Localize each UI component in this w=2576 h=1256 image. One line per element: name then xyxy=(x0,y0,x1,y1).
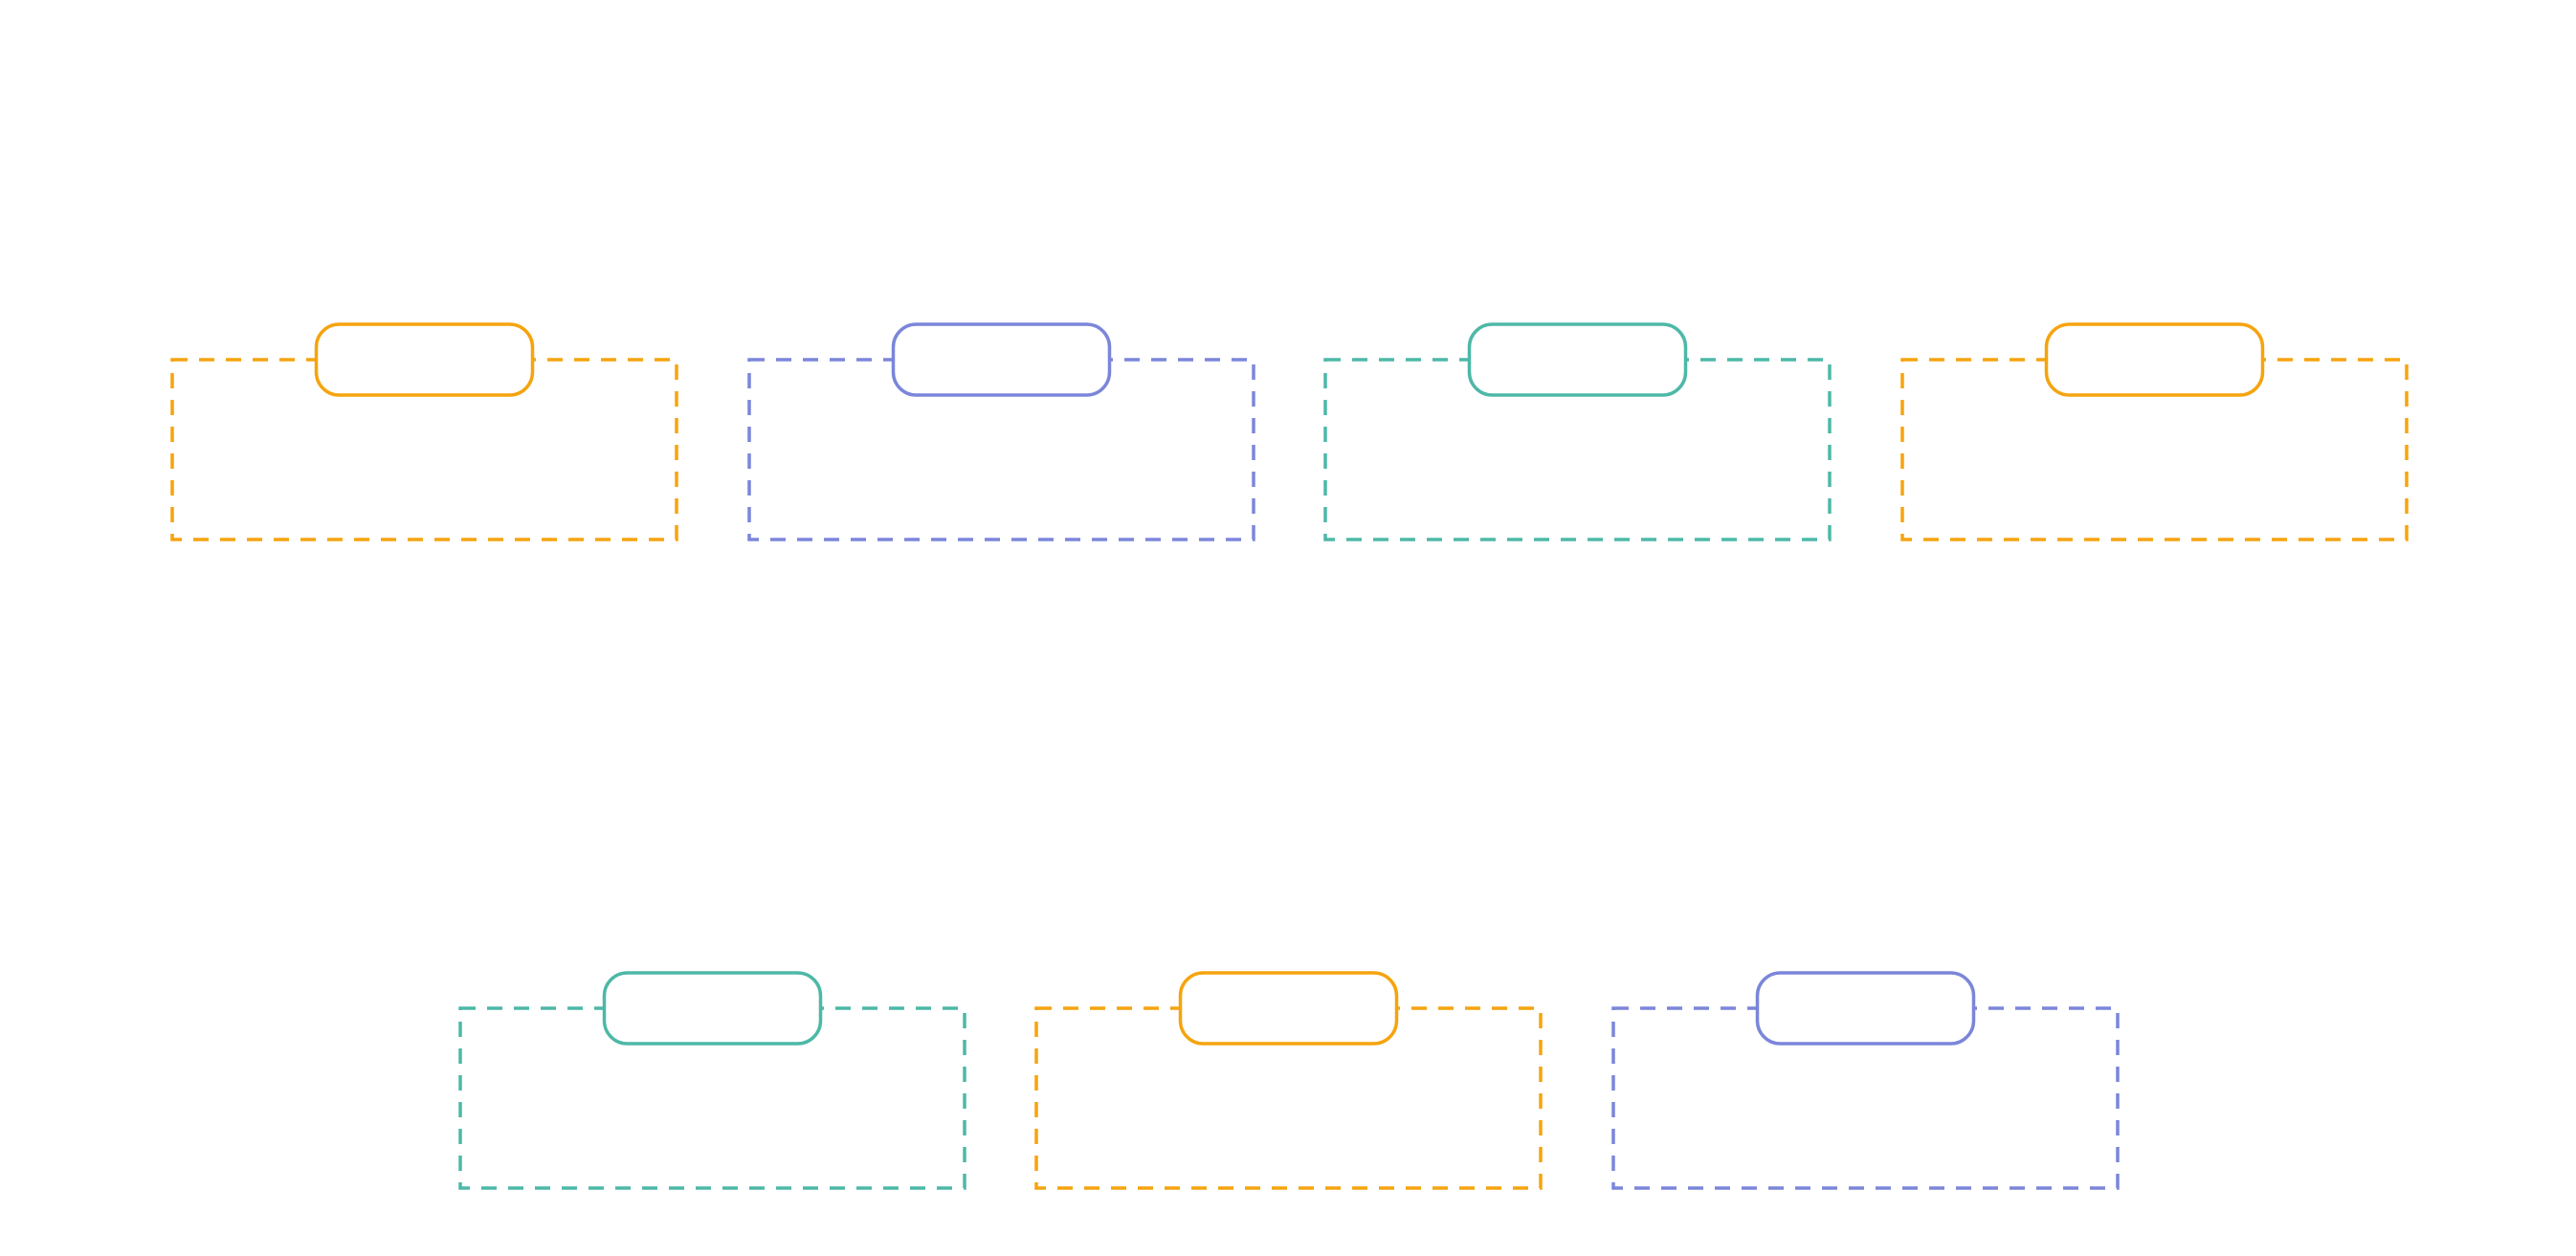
card-6 xyxy=(1034,971,1543,1190)
title-pill xyxy=(1467,322,1688,397)
title-pill xyxy=(1178,971,1399,1046)
title-pill xyxy=(602,971,823,1046)
title-pill xyxy=(891,322,1112,397)
card-3 xyxy=(1323,322,1832,541)
cards-layer xyxy=(170,322,2409,1190)
card-4 xyxy=(1900,322,2409,541)
card-1 xyxy=(170,322,678,541)
title-pill xyxy=(314,322,535,397)
card-2 xyxy=(747,322,1255,541)
card-5 xyxy=(458,971,966,1190)
title-pill xyxy=(1755,971,1976,1046)
card-7 xyxy=(1611,971,2120,1190)
title-pill xyxy=(2044,322,2265,397)
